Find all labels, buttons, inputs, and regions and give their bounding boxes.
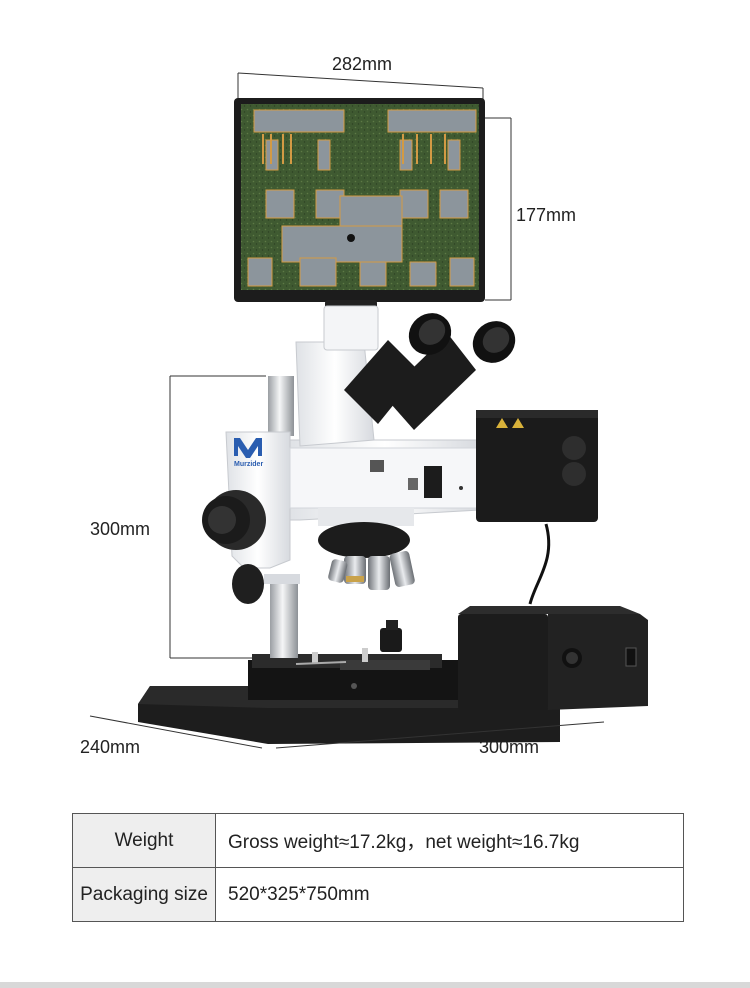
spec-value-packaging-size: 520*325*750mm	[215, 867, 684, 922]
brand-logo-text: Murzider	[234, 461, 263, 468]
spec-value-weight: Gross weight≈17.2kg，net weight≈16.7kg	[215, 813, 684, 868]
bottom-divider	[0, 982, 750, 988]
spec-table: Weight Gross weight≈17.2kg，net weight≈16…	[72, 813, 684, 922]
monitor	[234, 98, 485, 312]
focus-knob-fine	[232, 564, 264, 604]
eyepieces	[344, 313, 516, 430]
screen-height-label: 177mm	[516, 205, 577, 225]
microscope-height-label: 300mm	[90, 519, 151, 539]
power-supply	[458, 606, 648, 710]
table-row: Packaging size 520*325*750mm	[72, 867, 684, 922]
lamp-housing	[476, 410, 598, 605]
microscope-illustration: Murzider	[89, 72, 648, 749]
base-depth-label: 240mm	[80, 737, 141, 757]
table-row: Weight Gross weight≈17.2kg，net weight≈16…	[72, 813, 684, 868]
base-dimension-lines	[89, 715, 605, 749]
microscope-base	[138, 620, 560, 744]
brand-logo	[234, 438, 262, 458]
height-dimension-lines	[169, 375, 266, 659]
microscope-body	[225, 305, 481, 569]
pillar	[264, 376, 300, 658]
focus-knob-coarse	[202, 490, 266, 550]
spec-label-weight: Weight	[72, 813, 216, 868]
spec-label-packaging-size: Packaging size	[72, 867, 216, 922]
objective-turret	[318, 522, 415, 590]
screen-width-label: 282mm	[332, 54, 393, 74]
